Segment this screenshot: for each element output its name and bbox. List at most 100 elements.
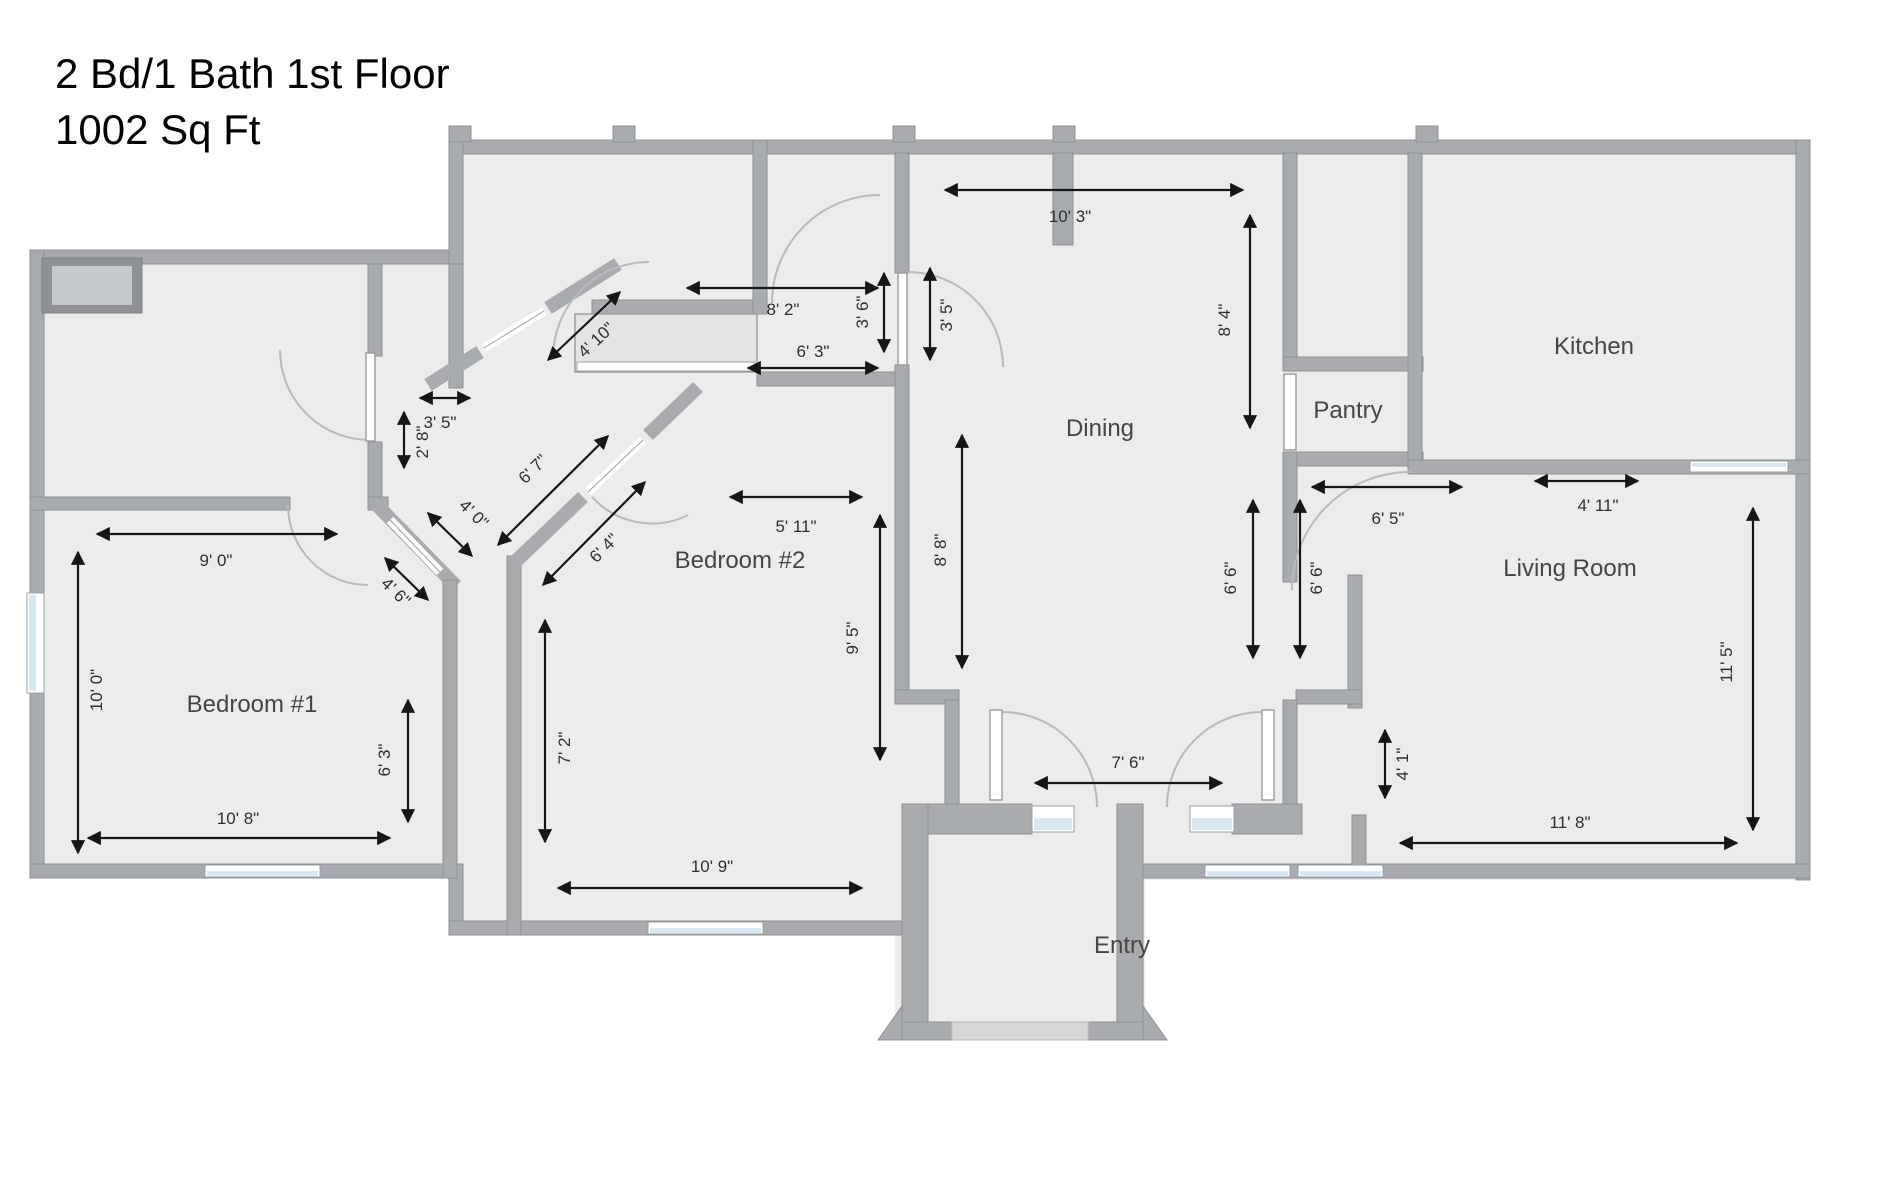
svg-text:10' 0": 10' 0": [87, 669, 106, 711]
dim-dining-left: 8' 8": [931, 433, 970, 670]
svg-text:11' 5": 11' 5": [1717, 641, 1736, 682]
door-leaf-dining: [897, 272, 908, 366]
window-bedroom1-bottom: [204, 864, 321, 878]
dim-vestibule-width: 3' 5": [418, 390, 472, 432]
plan-title-line2: 1002 Sq Ft: [55, 106, 261, 153]
svg-text:6' 3": 6' 3": [375, 744, 394, 777]
wall-living-left: [1347, 574, 1363, 709]
pillar-cap: [1052, 125, 1076, 143]
wall-vestibule-left: [944, 699, 960, 811]
wall-vestibule-stub-left: [894, 689, 960, 705]
dim-bedroom2-left: 7' 2": [537, 618, 574, 844]
dim-living-top-left: 6' 5": [1310, 479, 1464, 528]
window-kitchen-pass: [1689, 460, 1789, 473]
plan-title-line1: 2 Bd/1 Bath 1st Floor: [55, 50, 450, 97]
floor-left-block: [30, 250, 462, 878]
wall-entry-right: [1116, 803, 1144, 1041]
dim-living-top-right: 4' 11": [1533, 473, 1640, 515]
bedroom2-closet-slider: [576, 361, 756, 372]
wall-vestibule-right: [1282, 699, 1298, 811]
dim-entry-door: 7' 6": [1033, 753, 1224, 791]
room-labels: Bedroom #1 Bedroom #2 Dining Pantry Kitc…: [187, 333, 1637, 959]
door-leaf-entry-left: [989, 709, 1003, 801]
wall-centerblock-left-upper: [448, 139, 464, 265]
wall-bedroom1-right: [442, 579, 458, 879]
dim-bedroom1-left: 10' 0": [70, 550, 106, 855]
svg-text:9' 0": 9' 0": [200, 551, 233, 570]
svg-text:7' 2": 7' 2": [555, 732, 574, 765]
svg-text:8' 4": 8' 4": [1215, 304, 1234, 337]
dim-living-bottom: 11' 8": [1398, 813, 1739, 851]
dim-living-left-b: 6' 6": [1292, 498, 1326, 660]
svg-text:10' 8": 10' 8": [217, 809, 259, 828]
dim-bedroom2-top: 5' 11": [728, 489, 864, 536]
windows: [26, 460, 1789, 935]
svg-text:8' 8": 8' 8": [931, 534, 950, 567]
wall-bedroom2-left: [506, 555, 522, 936]
wall-bath-right-lower: [367, 441, 383, 505]
dim-hall-inner: 6' 3": [746, 342, 880, 376]
entry-chamfer-left: [877, 1004, 903, 1041]
wall-entry-front-right: [1231, 803, 1303, 835]
pillar-cap: [612, 125, 636, 143]
dim-vestibule-height: 2' 8": [396, 410, 432, 470]
dim-dining-top: 10' 3": [943, 182, 1245, 226]
svg-text:6' 3": 6' 3": [797, 342, 830, 361]
wall-dining-right: [1282, 152, 1298, 372]
door-pantry-threshold: [1283, 373, 1297, 451]
door-arc-bathroom: [279, 349, 371, 441]
pillar-cap: [448, 125, 472, 143]
wall-bath-bed1-divider: [29, 496, 291, 511]
wall-closet-divider: [752, 139, 768, 315]
svg-text:6' 6": 6' 6": [1307, 562, 1326, 595]
dim-hall-opening-right: 3' 5": [922, 266, 956, 362]
dim-bedroom1-top: 9' 0": [95, 526, 339, 570]
door-leaf-bathroom: [365, 352, 376, 442]
label-kitchen: Kitchen: [1554, 333, 1634, 360]
label-living-room: Living Room: [1503, 555, 1636, 582]
label-dining: Dining: [1066, 415, 1134, 442]
entry-stoop: [951, 1021, 1089, 1041]
window-entry-sidelight-left: [1031, 805, 1075, 833]
svg-text:5' 11": 5' 11": [775, 517, 816, 536]
dim-living-right: 11' 5": [1717, 506, 1761, 832]
window-bedroom1-left: [26, 592, 45, 694]
dim-bedroom2-right: 9' 5": [843, 513, 888, 762]
plan-title: 2 Bd/1 Bath 1st Floor 1002 Sq Ft: [55, 50, 450, 153]
svg-text:7' 6": 7' 6": [1112, 753, 1145, 772]
wall-pantry-bottom: [1282, 451, 1424, 467]
dim-dining-right: 8' 4": [1215, 213, 1258, 430]
svg-text:3' 5": 3' 5": [937, 299, 956, 332]
label-pantry: Pantry: [1313, 397, 1382, 424]
dim-hall-top: 8' 2": [685, 280, 880, 319]
bath-closet-box-inner: [52, 266, 132, 305]
pillar-dining-top: [1052, 152, 1074, 246]
svg-text:9' 5": 9' 5": [843, 622, 862, 655]
wall-pantry-top: [1282, 356, 1424, 372]
wall-vestibule-stub-right: [1295, 689, 1363, 705]
svg-text:11' 8": 11' 8": [1549, 813, 1590, 832]
wall-dining-left-upper: [894, 152, 910, 274]
wall-top-outer: [448, 139, 1811, 155]
wall-entry-left: [901, 803, 929, 1041]
svg-text:6' 5": 6' 5": [1372, 509, 1405, 528]
svg-text:10' 3": 10' 3": [1049, 207, 1091, 226]
window-living-bottom-1: [1204, 864, 1291, 878]
wall-kitchen-left: [1407, 152, 1423, 467]
door-arc-bedroom1: [287, 504, 369, 586]
window-bedroom2-bottom: [647, 921, 764, 935]
svg-text:10' 9": 10' 9": [691, 857, 733, 876]
dim-living-left-a: 6' 6": [1221, 498, 1261, 660]
entry-chamfer-right: [1142, 1004, 1168, 1041]
svg-text:4' 1": 4' 1": [1393, 748, 1412, 781]
wall-bedroom2-chamfer-b: [643, 381, 703, 441]
wall-dining-left-lower: [894, 364, 910, 705]
pillar-cap: [1415, 125, 1439, 143]
wall-living-left-lower: [1351, 814, 1367, 879]
svg-text:4' 11": 4' 11": [1577, 496, 1618, 515]
svg-text:2' 8": 2' 8": [413, 426, 432, 459]
label-bedroom1: Bedroom #1: [187, 691, 318, 718]
door-arc-closetB: [771, 194, 881, 304]
